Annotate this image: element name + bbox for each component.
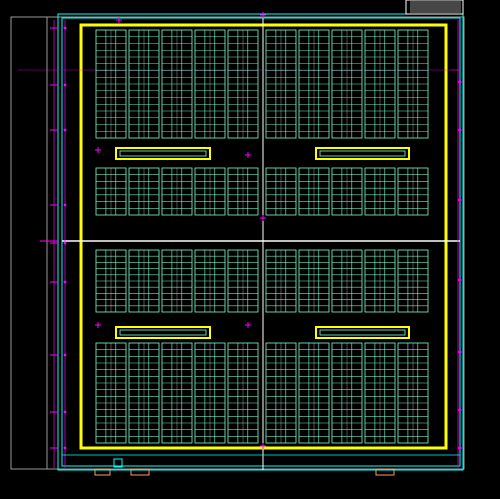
rack-group: [95, 29, 127, 139]
bar-inner: [319, 329, 406, 336]
equipment-pad-icon: [94, 468, 111, 476]
dimension-node: [63, 446, 67, 450]
dimension-node: [458, 80, 462, 84]
rack-group: [194, 342, 226, 444]
dimension-node: [458, 278, 462, 282]
bar-outline: [315, 147, 410, 160]
highlight-bar: [315, 147, 410, 160]
sheet-border: [10, 16, 465, 470]
rack-group: [331, 342, 363, 444]
dimension-node: [458, 446, 462, 450]
dimension-node: [458, 408, 462, 412]
rack-group: [397, 342, 429, 444]
rack-group: [364, 167, 396, 216]
equipment-pad-icon: [130, 468, 150, 476]
bar-inner: [319, 150, 406, 157]
rack-group: [397, 249, 429, 313]
rack-group: [265, 342, 297, 444]
rack-group: [95, 342, 127, 444]
rack-group: [397, 167, 429, 216]
rack-group: [227, 342, 259, 444]
bar-outline: [315, 326, 410, 339]
rack-group: [128, 167, 160, 216]
rack-group: [298, 29, 330, 139]
dimension-lines: [18, 12, 462, 468]
rack-group: [331, 29, 363, 139]
rack-group: [161, 29, 193, 139]
rack-group: [397, 29, 429, 139]
rack-group: [364, 29, 396, 139]
outer-wall: [57, 13, 464, 471]
title-block-icon: [405, 0, 464, 15]
rack-group: [265, 167, 297, 216]
rack-group: [95, 249, 127, 313]
rack-group: [161, 167, 193, 216]
rack-layout: [95, 29, 429, 444]
rack-group: [265, 249, 297, 313]
bar-outline: [115, 147, 211, 160]
bar-inner: [119, 150, 207, 157]
rack-group: [265, 29, 297, 139]
bar-inner: [119, 329, 207, 336]
highlight-bar: [115, 147, 211, 160]
rack-group: [298, 342, 330, 444]
rack-group: [227, 249, 259, 313]
rack-group: [227, 29, 259, 139]
dimension-node: [63, 203, 67, 207]
dimension-node: [458, 350, 462, 354]
dimension-node: [63, 26, 67, 30]
column-marker-icon: [113, 458, 123, 468]
dimension-node: [458, 128, 462, 132]
rack-group: [194, 29, 226, 139]
rack-group: [128, 29, 160, 139]
rack-group: [364, 249, 396, 313]
rack-group: [298, 167, 330, 216]
rack-group: [331, 167, 363, 216]
highlight-bar: [115, 326, 211, 339]
rack-group: [95, 167, 127, 216]
dimension-node: [63, 410, 67, 414]
rack-group: [194, 249, 226, 313]
dimension-node: [63, 128, 67, 132]
bar-outline: [115, 326, 211, 339]
rack-group: [227, 167, 259, 216]
rack-group: [128, 249, 160, 313]
center-axes: [62, 12, 460, 470]
rack-group: [128, 342, 160, 444]
highlight-bars: [115, 147, 410, 339]
bottom-fixtures: [62, 454, 460, 476]
inner-wall: [61, 17, 461, 467]
dimension-node: [63, 83, 67, 87]
rack-group: [331, 249, 363, 313]
rack-group: [298, 249, 330, 313]
rack-group: [194, 167, 226, 216]
highlight-bar: [315, 326, 410, 339]
rack-group: [161, 342, 193, 444]
dimension-node: [63, 241, 67, 245]
dimension-node: [63, 280, 67, 284]
dimension-node: [63, 353, 67, 357]
equipment-pad-icon: [375, 468, 395, 476]
rack-group: [364, 342, 396, 444]
dimension-node: [458, 198, 462, 202]
rack-group: [161, 249, 193, 313]
